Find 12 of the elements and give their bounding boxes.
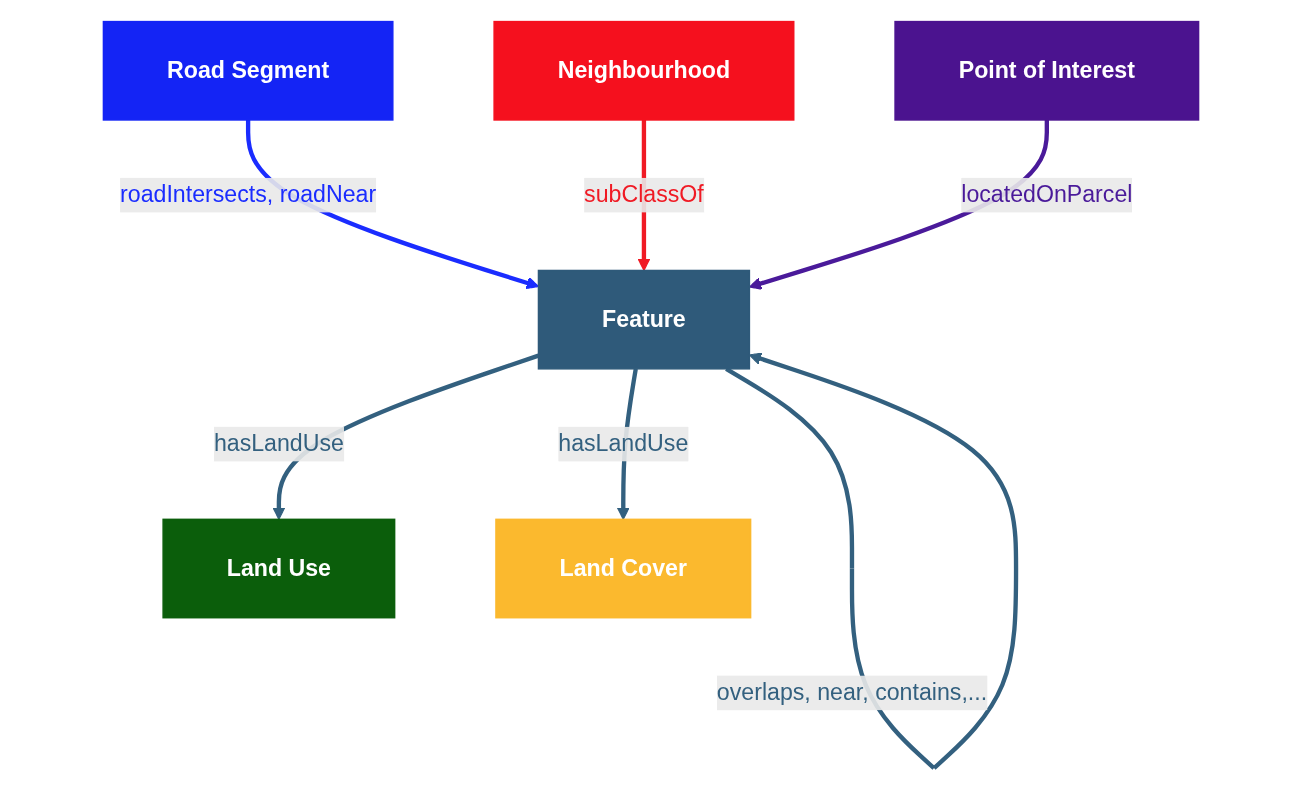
edge-label: overlaps, near, contains,... bbox=[716, 679, 988, 705]
node-box: Road Segment bbox=[102, 20, 394, 121]
edge-label: subClassOf bbox=[584, 181, 704, 207]
edge-label: locatedOnParcel bbox=[961, 181, 1133, 207]
node-box: Point of Interest bbox=[894, 20, 1200, 121]
node-box: Land Cover bbox=[495, 518, 752, 618]
edge-label: hasLandUse bbox=[558, 430, 689, 456]
edge-label: hasLandUse bbox=[213, 430, 344, 456]
node-box: Land Use bbox=[162, 518, 396, 618]
node-box: Neighbourhood bbox=[493, 20, 795, 121]
node-box: Feature bbox=[537, 269, 751, 370]
edge-label: roadIntersects, roadNear bbox=[120, 181, 377, 207]
